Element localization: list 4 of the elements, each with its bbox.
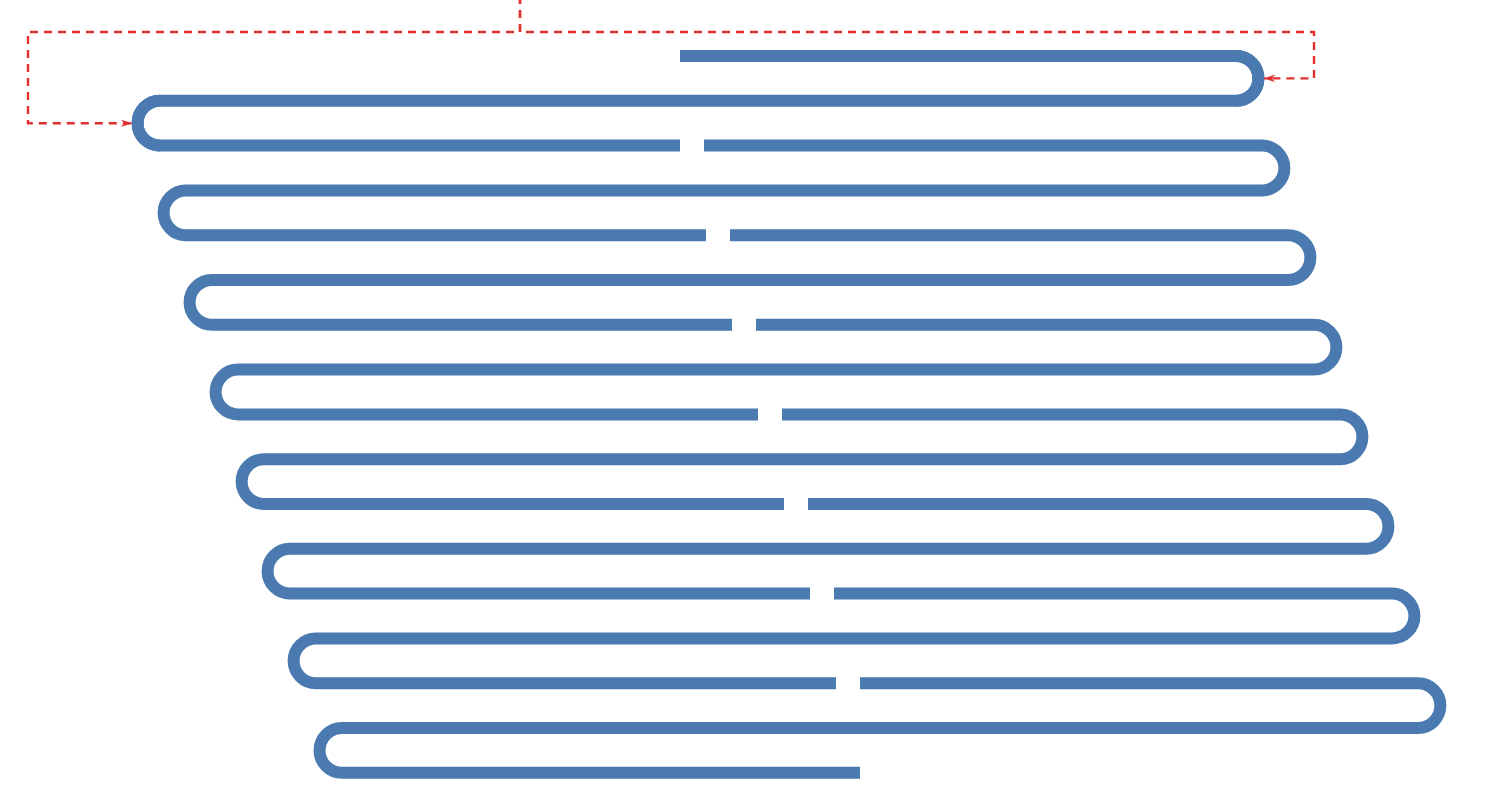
- arrow: [518, 0, 1316, 82]
- pipe-bend: [131, 94, 161, 152]
- pipe-bend: [1235, 50, 1265, 107]
- coiled-pipe: [131, 50, 1447, 779]
